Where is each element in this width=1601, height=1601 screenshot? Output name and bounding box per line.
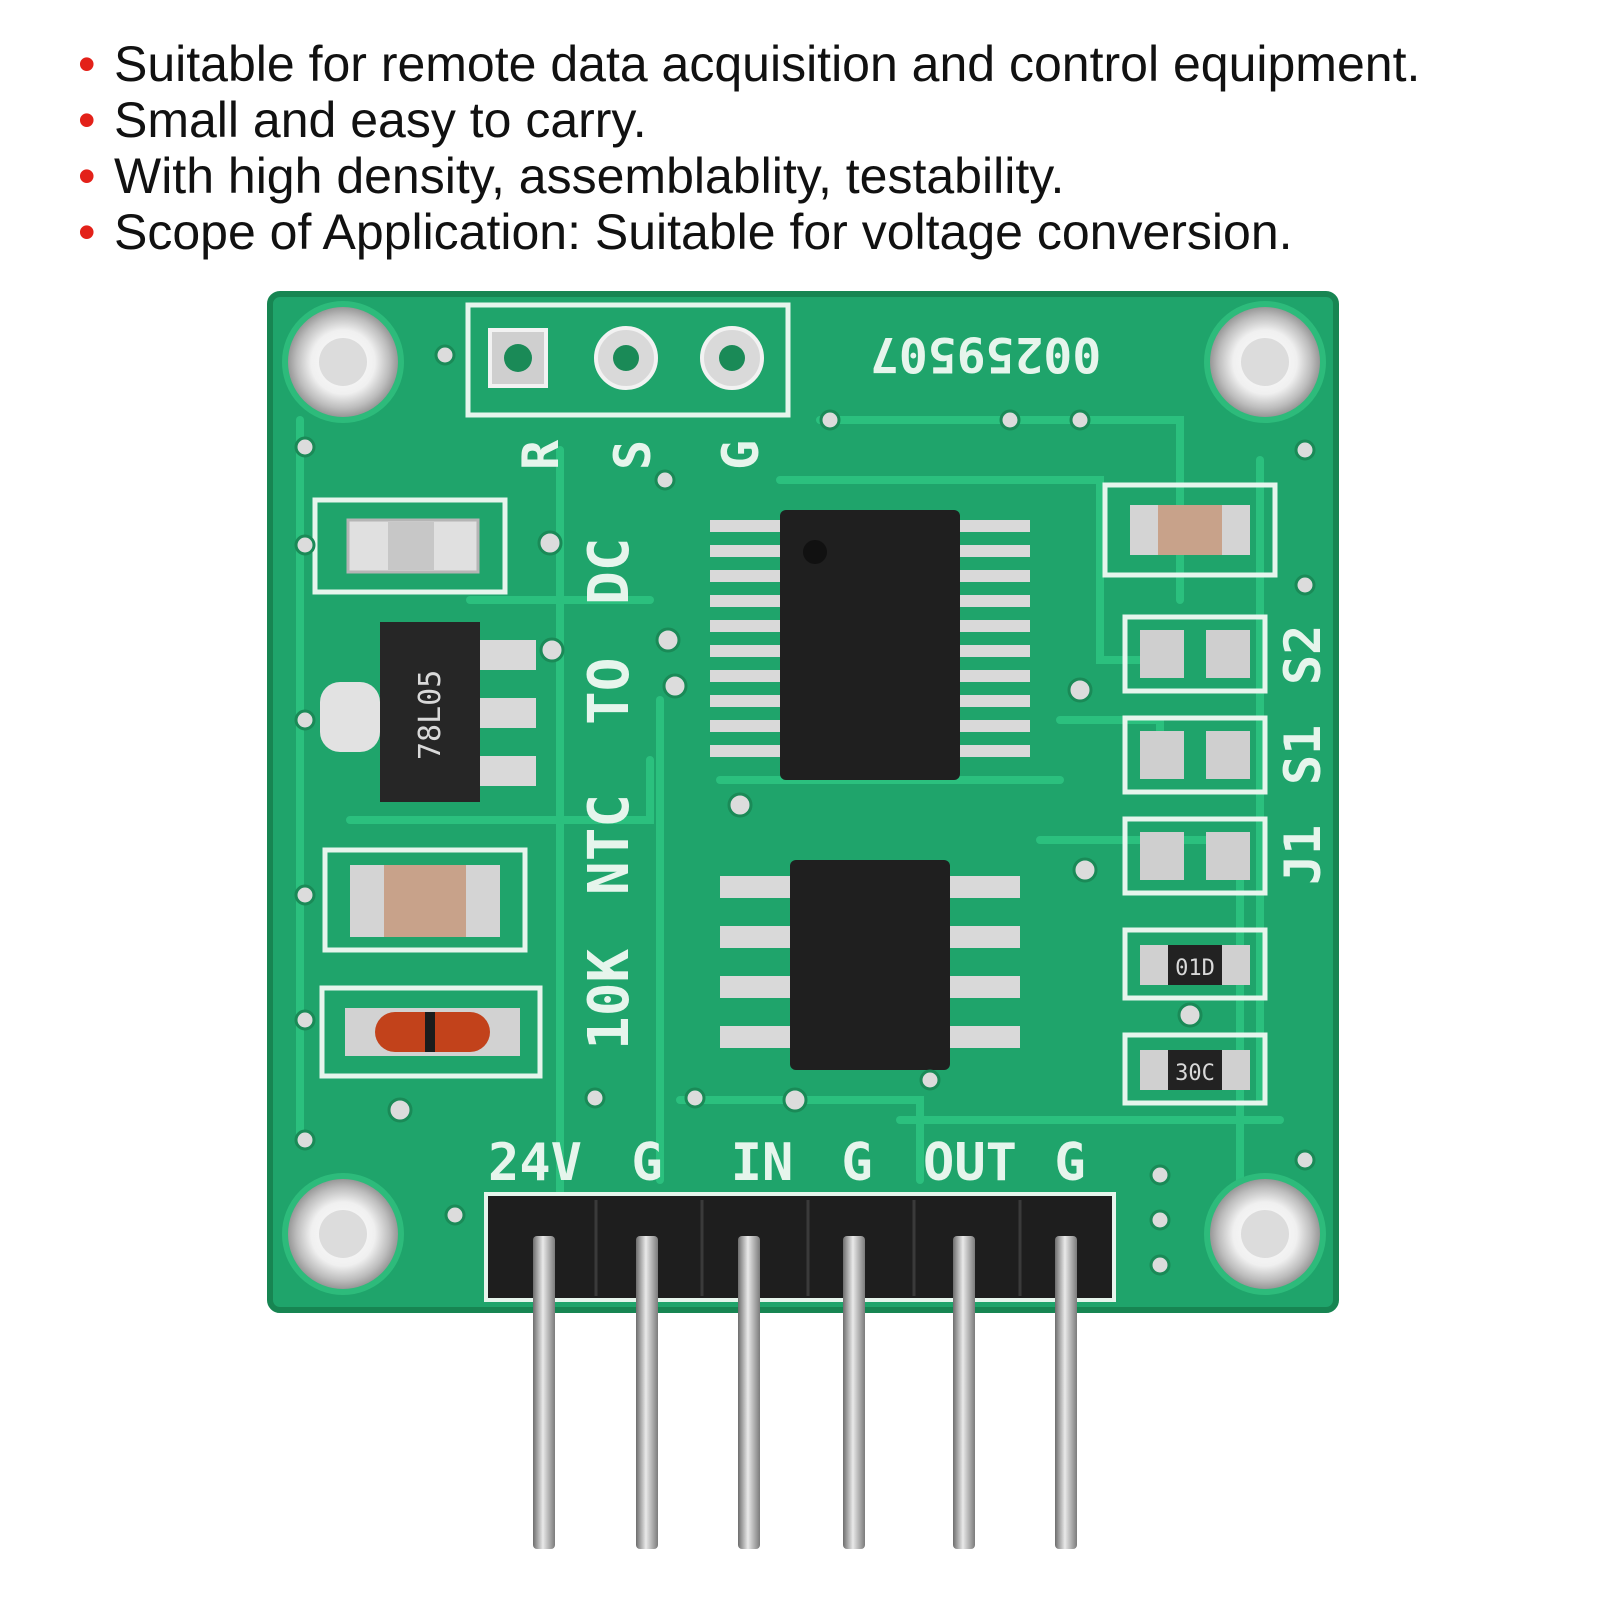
resistor-1-marking: 01D (1175, 956, 1215, 981)
side-label-10k: 10K (577, 949, 642, 1050)
bottom-pin-labels: 24V G IN G OUT G (488, 1133, 1086, 1193)
jumper-pads: S2 S1 J1 (1122, 614, 1332, 896)
pin-label-in: IN (731, 1133, 794, 1193)
mounting-holes (282, 301, 1326, 1295)
jumper-label-s2: S2 (1274, 625, 1332, 685)
side-label: 10K NTC TO DC (577, 538, 642, 1050)
led (312, 497, 508, 595)
capacitor-large (322, 847, 528, 953)
pin-label-24v: 24V (488, 1133, 582, 1193)
voltage-regulator: 78L05 (320, 622, 536, 802)
pin-header (484, 1192, 1116, 1302)
pin-label-out: OUT (923, 1133, 1017, 1193)
jumper-label-j1: J1 (1274, 825, 1332, 885)
bullet: • (78, 92, 96, 148)
top-header-pads (465, 302, 791, 418)
resistor-2-marking: 30C (1175, 1061, 1215, 1086)
pin-label-s: S (604, 440, 662, 470)
diode (319, 985, 543, 1079)
side-label-ntc: NTC (577, 794, 642, 895)
vias (294, 344, 1316, 1276)
pin-label-g1: G (631, 1133, 662, 1193)
jumper-label-s1: S1 (1274, 725, 1332, 785)
capacitor-small (1102, 482, 1278, 578)
bullet: • (78, 204, 96, 260)
main-ic (710, 510, 1030, 780)
side-label-to: TO (577, 658, 642, 725)
serial-number: 00259507 (870, 326, 1101, 382)
pin-label-g3: G (1054, 1133, 1085, 1193)
feature-list: •Suitable for remote data acquisition an… (78, 36, 1420, 260)
pin-label-r: R (512, 439, 570, 470)
pin-label-g2: G (841, 1133, 872, 1193)
smd-resistors: 01D 30C (1122, 927, 1268, 1106)
top-pin-labels: R S G (512, 439, 770, 470)
bullet: • (78, 36, 96, 92)
feature-item: •Scope of Application: Suitable for volt… (78, 204, 1293, 260)
header-pins (533, 1236, 1077, 1549)
bullet: • (78, 148, 96, 204)
op-amp-ic (720, 860, 1020, 1070)
pin-label-g: G (712, 440, 770, 470)
feature-item: •Suitable for remote data acquisition an… (78, 36, 1421, 92)
feature-item: •With high density, assemblablity, testa… (78, 148, 1065, 204)
regulator-marking: 78L05 (413, 670, 448, 760)
pcb-board (267, 291, 1339, 1313)
side-label-dc: DC (577, 538, 642, 605)
feature-item: •Small and easy to carry. (78, 92, 647, 148)
